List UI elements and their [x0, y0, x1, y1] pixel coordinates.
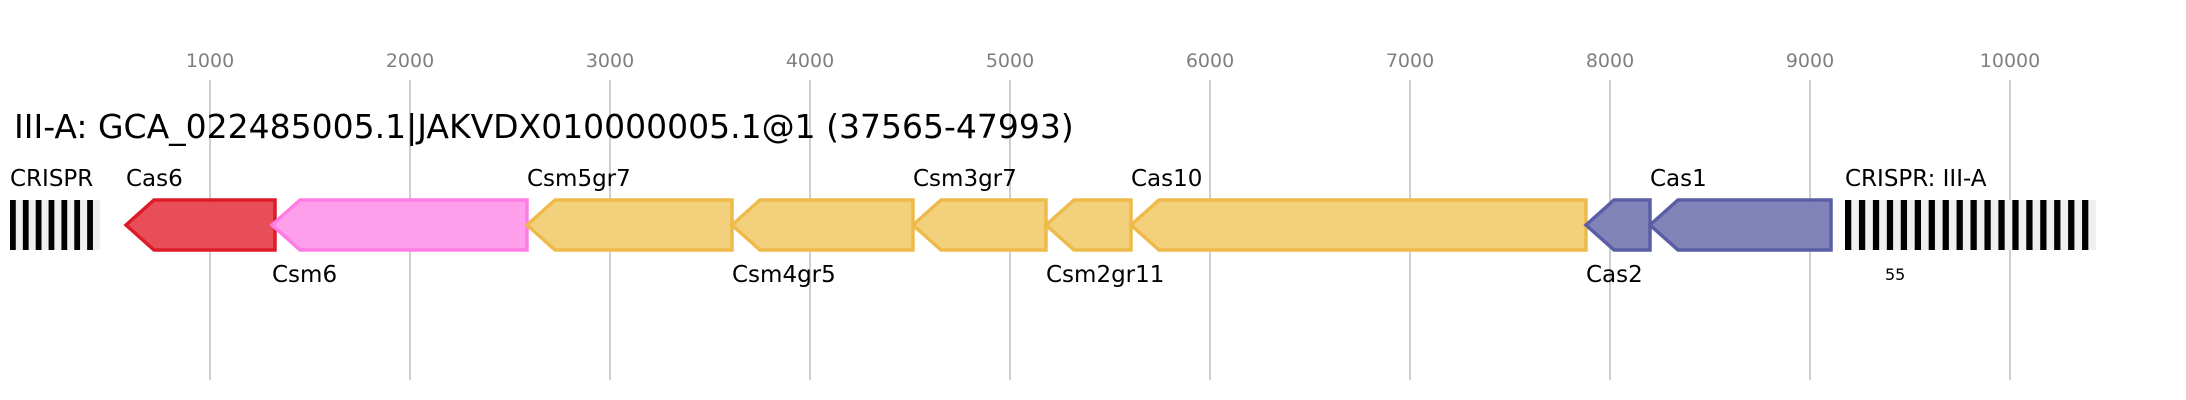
crispr-repeat: [1858, 200, 1866, 250]
tick-label: 6000: [1186, 50, 1234, 72]
crispr-repeat: [48, 200, 55, 250]
tick-label: 10000: [1980, 50, 2040, 72]
crispr-repeat: [1845, 200, 1852, 250]
crispr-repeat: [1886, 200, 1894, 250]
spacer-count: 55: [1885, 265, 1905, 284]
gene-label: Csm2gr11: [1046, 262, 1164, 288]
gene-arrow: [269, 198, 529, 252]
tick-label: 4000: [786, 50, 834, 72]
gene-label: Csm5gr7: [527, 166, 631, 192]
gene-arrow: [910, 198, 1048, 252]
gene-csm5gr7: Csm5gr7: [524, 166, 734, 252]
gene-arrow: [1647, 198, 1833, 252]
crispr-repeat: [61, 200, 68, 250]
gene-arrow: [1583, 198, 1652, 252]
gene-arrow: [729, 198, 915, 252]
crispr-repeat: [1900, 200, 1908, 250]
crispr-array: CRISPR: III-A 55: [1845, 166, 2096, 284]
crispr-repeat: [1914, 200, 1921, 250]
crispr-repeat: [2026, 200, 2033, 250]
crispr-label: CRISPR: III-A: [1845, 166, 1987, 192]
crispr-repeat: [74, 200, 81, 250]
gene-arrow: [123, 198, 277, 252]
gene-csm3gr7: Csm3gr7: [910, 166, 1048, 252]
crispr-repeat: [2054, 200, 2061, 250]
crispr-repeat: [1872, 200, 1880, 250]
crispr-repeat: [2068, 200, 2075, 250]
gene-cas2: Cas2: [1583, 198, 1652, 288]
gene-cas1: Cas1: [1647, 166, 1833, 252]
crispr-label: CRISPR: [10, 166, 93, 192]
tick-label: 7000: [1386, 50, 1434, 72]
crispr-repeat: [35, 200, 42, 250]
gene-csm2gr11: Csm2gr11: [1043, 198, 1164, 288]
gene-label: Cas2: [1586, 262, 1643, 288]
tick-label: 9000: [1786, 50, 1834, 72]
crispr-repeat: [2082, 200, 2089, 250]
crispr-repeat: [22, 200, 29, 250]
tick-label: 5000: [986, 50, 1034, 72]
gene-label: Cas10: [1131, 166, 1202, 192]
gene-label: Csm3gr7: [913, 166, 1017, 192]
tick-label: 1000: [186, 50, 234, 72]
crispr-repeat: [1984, 200, 1991, 250]
crispr-repeat: [2012, 200, 2019, 250]
tick-label: 8000: [1586, 50, 1634, 72]
diagram-title: III-A: GCA_022485005.1|JAKVDX010000005.1…: [14, 107, 1074, 146]
gene-cas10: Cas10: [1128, 166, 1588, 252]
gene-arrow: [524, 198, 734, 252]
gene-label: Csm4gr5: [732, 262, 836, 288]
crispr-array: CRISPR: [10, 166, 100, 250]
tick-label: 3000: [586, 50, 634, 72]
gene-label: Cas1: [1650, 166, 1707, 192]
tick-label: 2000: [386, 50, 434, 72]
crispr-repeat: [10, 200, 16, 250]
gene-csm4gr5: Csm4gr5: [729, 198, 915, 288]
crispr-repeat: [1970, 200, 1977, 250]
crispr-repeat: [1956, 200, 1963, 250]
crispr-repeat: [2040, 200, 2047, 250]
gene-arrow: [1128, 198, 1588, 252]
gene-cas6: Cas6: [123, 166, 277, 252]
crispr-repeat: [87, 200, 93, 250]
crispr-repeat: [1998, 200, 2005, 250]
crispr-repeat: [1942, 200, 1949, 250]
gene-label: Cas6: [126, 166, 183, 192]
gene-label: Csm6: [272, 262, 337, 288]
crispr-repeat: [1928, 200, 1935, 250]
crispr-arrays: CRISPR CRISPR: III-A 55: [10, 166, 2096, 284]
gene-csm6: Csm6: [269, 198, 529, 288]
gene-arrow: [1043, 198, 1133, 252]
